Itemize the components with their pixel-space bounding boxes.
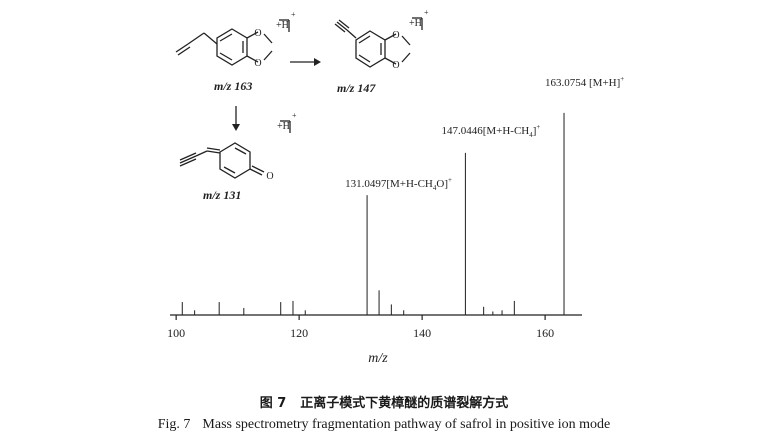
structure-m131 [179,120,291,179]
peaks-layer [181,112,565,315]
x-axis-label: m/z [368,351,388,366]
mz-label: m/z 163 [214,79,252,93]
annotations-layer: 131.0497[M+H-CH4​O]+​ 147.0446[M+H-CH4​]+… [345,75,624,192]
arrow-down [232,106,240,131]
charge-label: +H [276,20,289,31]
caption-en-number: Fig. 7 [157,417,191,432]
ticks-layer: 100 120 140 160 [167,315,554,340]
spectrum-plot: 100 120 140 160 131.0497[M+H-CH4​O]+​ 147.04… [167,75,624,366]
oxygen-atom-label: O [392,60,399,71]
caption-english: Fig. 7 Mass spectrometry fragmentation pa… [0,417,768,433]
x-tick-label: 100 [167,326,185,340]
oxygen-atom-label: O [392,30,399,41]
caption-chinese: 图 7 正离子模式下黄樟醚的质谱裂解方式 [0,392,768,411]
peak-annotation: 163.0754 [M+H]+​ [545,75,624,89]
caption-cn-number: 图 7 [259,396,287,411]
charge-label: +H [409,18,422,29]
charge-superscript: + [292,111,297,120]
structure-m163 [175,19,290,66]
peak-annotation: 131.0497[M+H-CH4​O]+​ [345,176,452,192]
x-tick-label: 120 [290,326,308,340]
charge-label: +H [277,121,290,132]
caption-en-text: Mass spectrometry fragmentation pathway … [202,417,611,432]
oxygen-atom-label: O [254,58,261,69]
arrow-right [290,58,321,66]
mz-label: m/z 147 [337,81,376,95]
x-tick-label: 160 [536,326,554,340]
charge-superscript: + [291,10,296,19]
x-tick-label: 140 [413,326,431,340]
oxygen-atom-label: O [254,28,261,39]
oxygen-atom-label: O [266,171,273,182]
structure-m147 [334,17,423,68]
charge-superscript: + [424,8,429,17]
caption-cn-text: 正离子模式下黄樟醚的质谱裂解方式 [300,396,509,411]
peak-annotation: 147.0446[M+H-CH4​]+​ [441,123,540,139]
mz-label: m/z 131 [203,188,241,202]
